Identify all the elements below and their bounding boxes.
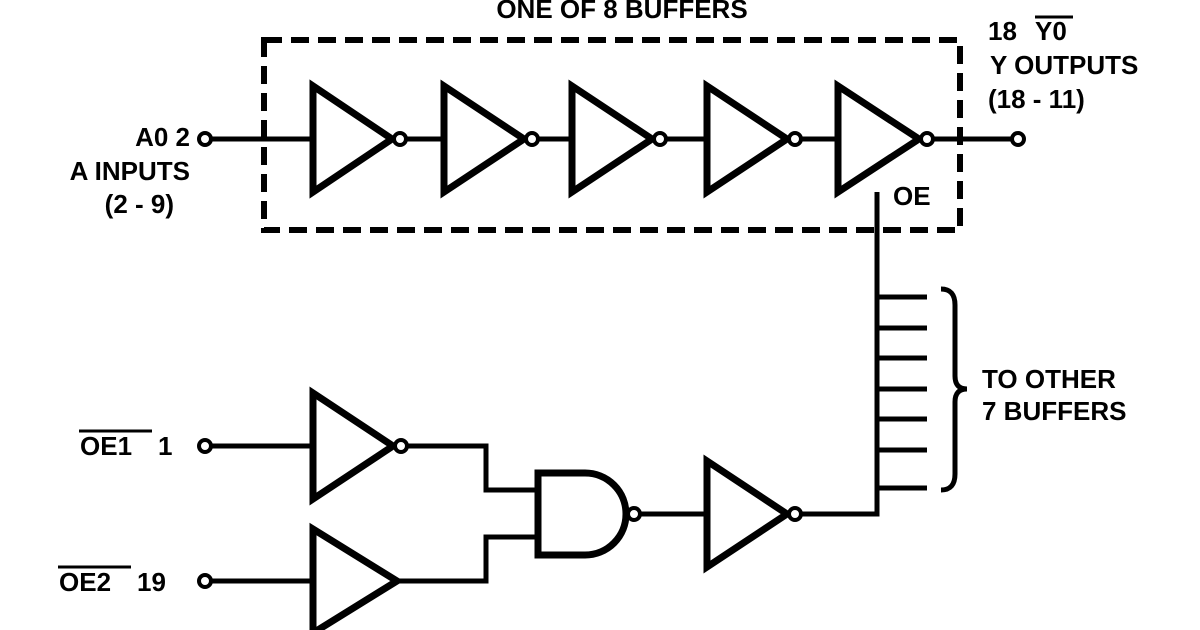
oe1-name: OE1 bbox=[80, 431, 132, 461]
enable-inverter-to-bus-wire bbox=[801, 510, 880, 517]
oe1-pin: 1 bbox=[158, 431, 172, 461]
oe2-pin-terminal bbox=[197, 573, 213, 589]
buffer-enclosure bbox=[261, 37, 963, 233]
input-group-label: A INPUTS bbox=[70, 156, 190, 186]
inverter-gate-4 bbox=[703, 79, 803, 199]
inverter-gate-1 bbox=[309, 79, 408, 199]
inverter-gate-3 bbox=[568, 79, 668, 199]
output-group-label: Y OUTPUTS bbox=[990, 50, 1138, 80]
oe1-pin-terminal bbox=[197, 438, 213, 454]
output-pin-terminal bbox=[1010, 131, 1026, 147]
enable-bus bbox=[874, 192, 927, 512]
oe2-name: OE2 bbox=[59, 567, 111, 597]
nand-gate bbox=[534, 469, 642, 559]
oe-label: OE bbox=[893, 181, 931, 211]
output-pin-name: Y0 bbox=[1035, 16, 1067, 46]
oe2-to-nand-wire bbox=[397, 534, 538, 584]
fanout-brace bbox=[940, 286, 968, 493]
box-title: ONE OF 8 BUFFERS bbox=[496, 0, 747, 24]
fanout-label-line2: 7 BUFFERS bbox=[982, 396, 1126, 426]
tristate-output-inverter bbox=[834, 79, 935, 199]
oe1-to-nand-wire bbox=[407, 443, 538, 493]
oe2-buffer-gate bbox=[309, 522, 404, 630]
input-pin-terminal bbox=[197, 131, 213, 147]
oe2-pin: 19 bbox=[137, 567, 166, 597]
inverter-gate-2 bbox=[440, 79, 540, 199]
oe1-inverter-gate bbox=[309, 386, 409, 506]
output-range-label: (18 - 11) bbox=[988, 84, 1085, 114]
fanout-label-line1: TO OTHER bbox=[982, 364, 1116, 394]
input-pin-label: A0 2 bbox=[135, 122, 190, 152]
input-range-label: (2 - 9) bbox=[105, 189, 174, 219]
output-pin-number: 18 bbox=[988, 16, 1017, 46]
enable-inverter-gate bbox=[703, 454, 803, 574]
